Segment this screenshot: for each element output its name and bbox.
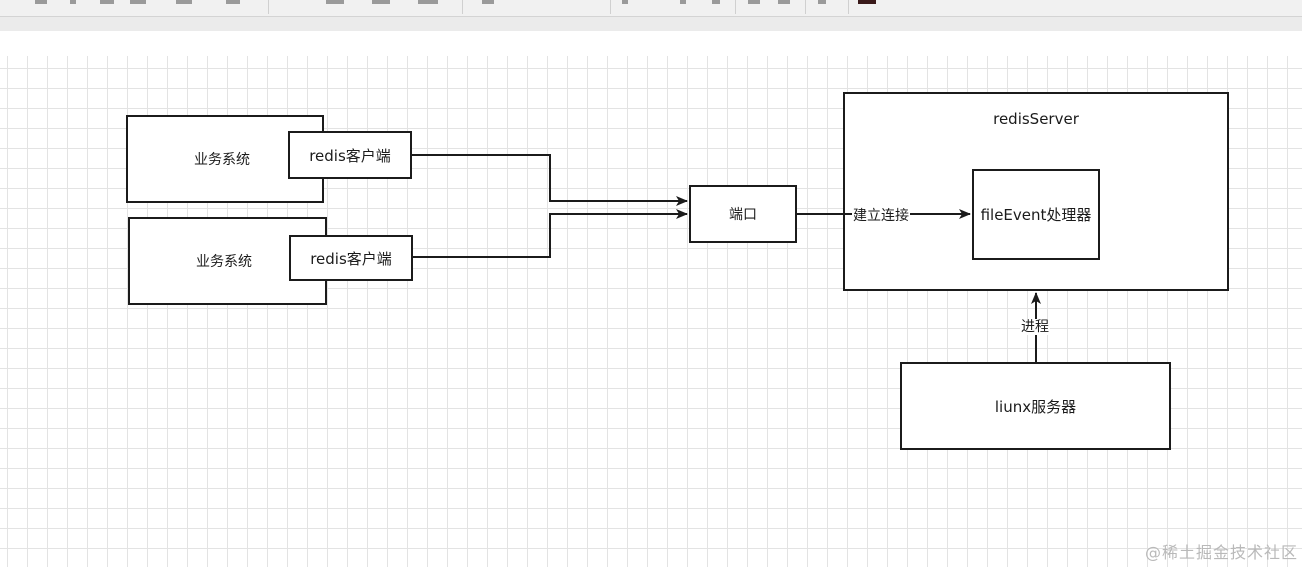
linux-server-label: liunx服务器	[994, 397, 1077, 416]
port-label: 端口	[729, 207, 757, 223]
file-event-handler-label: fileEvent处理器	[980, 205, 1092, 224]
business-system-label-2: 业务系统	[196, 254, 252, 270]
ruler-strip	[0, 31, 1302, 57]
toolbar-icon[interactable]	[100, 0, 114, 4]
redis-client-label-2: redis客户端	[310, 249, 392, 268]
file-event-handler-node[interactable]: fileEvent处理器	[972, 169, 1100, 260]
toolbar-icon[interactable]	[858, 0, 876, 4]
watermark: @稀土掘金技术社区	[1144, 543, 1298, 562]
toolbar-separator	[610, 0, 611, 14]
toolbar-strip	[0, 17, 1302, 31]
connect-edge-label: 建立连接	[852, 208, 910, 224]
redis-server-label: redisServer	[993, 110, 1079, 128]
toolbar-icon[interactable]	[622, 0, 628, 4]
toolbar-icon[interactable]	[748, 0, 760, 4]
toolbar-icon[interactable]	[680, 0, 686, 4]
toolbar-separator	[848, 0, 849, 14]
toolbar-icon[interactable]	[712, 0, 720, 4]
toolbar	[0, 0, 1302, 17]
toolbar-icon[interactable]	[70, 0, 76, 4]
port-node[interactable]: 端口	[689, 185, 797, 243]
toolbar-icon[interactable]	[226, 0, 240, 4]
toolbar-separator	[462, 0, 463, 14]
toolbar-separator	[735, 0, 736, 14]
redis-client-node-2[interactable]: redis客户端	[289, 235, 413, 281]
toolbar-icon[interactable]	[326, 0, 344, 4]
toolbar-icon[interactable]	[176, 0, 192, 4]
process-edge-label: 进程	[1020, 319, 1050, 335]
toolbar-separator	[805, 0, 806, 14]
toolbar-icon[interactable]	[482, 0, 494, 4]
toolbar-icon[interactable]	[130, 0, 146, 4]
toolbar-icon[interactable]	[778, 0, 790, 4]
toolbar-icon[interactable]	[372, 0, 390, 4]
toolbar-icon[interactable]	[818, 0, 826, 4]
toolbar-icon[interactable]	[35, 0, 47, 4]
toolbar-icon[interactable]	[418, 0, 438, 4]
redis-client-node-1[interactable]: redis客户端	[288, 131, 412, 179]
toolbar-separator	[268, 0, 269, 14]
redis-client-label-1: redis客户端	[309, 146, 391, 165]
business-system-label-1: 业务系统	[194, 152, 250, 168]
linux-server-node[interactable]: liunx服务器	[900, 362, 1171, 450]
